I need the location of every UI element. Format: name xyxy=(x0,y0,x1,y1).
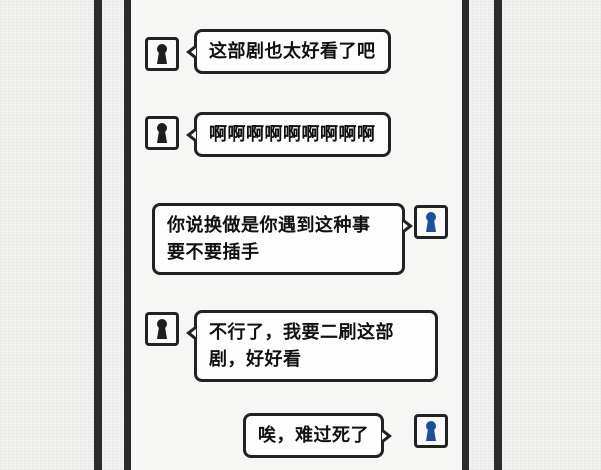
chat-panel: 这部剧也太好看了吧 啊啊啊啊啊啊啊啊啊 你说换做是你遇到这种事 要不要插手 不行… xyxy=(131,0,462,470)
keyhole-icon xyxy=(157,319,167,339)
message-bubble[interactable]: 啊啊啊啊啊啊啊啊啊 xyxy=(186,112,391,157)
avatar-other[interactable] xyxy=(145,116,179,150)
avatar-other[interactable] xyxy=(145,312,179,346)
keyhole-icon xyxy=(426,421,436,441)
message-text-line: 你说换做是你遇到这种事 xyxy=(167,215,371,236)
message-text-line: 剧，好好看 xyxy=(209,349,302,370)
message-text: 啊啊啊啊啊啊啊啊啊 xyxy=(209,124,376,145)
message-bubble-self[interactable]: 唉，难过死了 xyxy=(243,413,392,458)
message-bubble[interactable]: 这部剧也太好看了吧 xyxy=(186,29,391,74)
frame-border-left-inner xyxy=(124,0,131,470)
message-text-line: 要不要插手 xyxy=(167,242,260,263)
avatar-self[interactable] xyxy=(414,205,448,239)
message-bubble[interactable]: 不行了，我要二刷这部 剧，好好看 xyxy=(186,310,438,382)
avatar-other[interactable] xyxy=(145,37,179,71)
keyhole-icon xyxy=(157,123,167,143)
keyhole-icon xyxy=(157,44,167,64)
message-text: 这部剧也太好看了吧 xyxy=(209,41,376,62)
message-text: 唉，难过死了 xyxy=(258,425,369,446)
keyhole-icon xyxy=(426,212,436,232)
frame-border-right-outer xyxy=(494,0,502,470)
message-bubble-self[interactable]: 你说换做是你遇到这种事 要不要插手 xyxy=(152,203,413,275)
frame-border-right-inner xyxy=(462,0,469,470)
avatar-self[interactable] xyxy=(414,414,448,448)
message-text-line: 不行了，我要二刷这部 xyxy=(209,322,394,343)
frame-border-left-outer xyxy=(94,0,102,470)
